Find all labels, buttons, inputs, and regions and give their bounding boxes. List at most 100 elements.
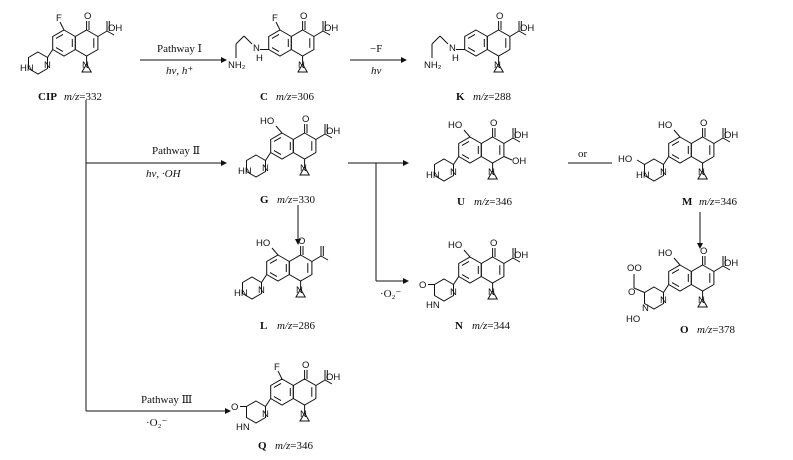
pathway-3-arrowhead (225, 408, 231, 414)
c-n1: N (298, 60, 305, 71)
c-f-atom: F (272, 13, 278, 24)
q-mz: m/z=346 (275, 440, 314, 452)
pathway-1-arrowhead (221, 57, 227, 63)
u-n1: N (488, 167, 495, 178)
n-n1: N (488, 287, 495, 298)
c-label: C (260, 91, 268, 103)
c-mz: m/z=306 (276, 91, 315, 103)
u-label: U (457, 196, 465, 208)
u-c2-oh: OH (512, 156, 526, 167)
l-keto-o: O (298, 236, 305, 247)
m-cooh: OH (724, 130, 738, 141)
g-n4: N (262, 163, 269, 174)
m-oh: HO (658, 120, 672, 131)
l-n4: N (258, 285, 265, 296)
compound-k-structure (431, 20, 527, 73)
o-n-oh: HO (626, 314, 640, 325)
n-n4: N (450, 287, 457, 298)
c-keto-o: O (300, 11, 307, 22)
u-oh: HO (448, 120, 462, 131)
l-label: L (260, 320, 267, 332)
or-label: or (578, 148, 588, 160)
cip-nh: HN (20, 63, 34, 74)
k-label: K (456, 91, 465, 103)
defluorination-conditions: hν (371, 65, 382, 77)
cip-mz: m/z=332 (64, 91, 102, 103)
u-nh: HN (426, 170, 440, 181)
m-n1: N (698, 167, 705, 178)
o-peroxide-top: OO (627, 263, 642, 274)
u-cooh: OH (514, 130, 528, 141)
q-cooh: OH (326, 372, 340, 383)
o-mz: m/z=378 (697, 324, 736, 336)
c-cooh: OH (324, 23, 338, 34)
u-mz: m/z=346 (474, 196, 513, 208)
k-keto-o: O (496, 11, 503, 22)
k-mz: m/z=288 (473, 91, 512, 103)
o-n4: N (660, 295, 667, 306)
cip-n4: N (44, 60, 51, 71)
o-n-ring: N (642, 303, 649, 314)
n-label: N (455, 320, 463, 332)
n-keto-o: O (490, 238, 497, 249)
q-keto-o: O (302, 360, 309, 371)
compound-l-structure (242, 245, 329, 300)
n-cooh: OH (514, 250, 528, 261)
defluorination-arrowhead (401, 57, 407, 63)
cip-n1: N (82, 60, 89, 71)
compound-u-structure (434, 127, 521, 182)
o-label: O (680, 324, 689, 336)
o-oh: HO (658, 248, 672, 259)
n-lactam-o: O (419, 280, 426, 291)
m-nh: HN (636, 170, 650, 181)
g-nh: HN (238, 166, 252, 177)
compound-g-structure (246, 123, 333, 178)
g-cooh: OH (326, 126, 340, 137)
compound-c-structure (235, 20, 331, 73)
compound-q-structure (240, 369, 333, 424)
pathway-1-label: Pathway Ⅰ (157, 43, 202, 55)
pathway-2-conditions: hν, ·OH (146, 168, 182, 180)
c-h: H (256, 53, 263, 64)
g-label: G (260, 194, 269, 206)
pathway-1-conditions: hν, h⁺ (166, 65, 193, 77)
o-keto-o: O (700, 246, 707, 257)
n-nh: HN (426, 300, 440, 311)
l-n1: N (296, 285, 303, 296)
n-mz: m/z=344 (472, 320, 511, 332)
compound-n-structure (428, 247, 521, 302)
g-keto-o: O (302, 114, 309, 125)
q-label: Q (258, 440, 267, 452)
pathway-2-label: Pathway Ⅱ (152, 145, 200, 157)
c-nh2: NH₂ (228, 60, 246, 71)
m-keto-o: O (700, 118, 707, 129)
compound-m-structure (636, 127, 731, 182)
g-n1: N (300, 163, 307, 174)
compound-cip-structure (28, 20, 115, 75)
pathway-2-arrowhead (221, 160, 227, 166)
k-n1: N (494, 60, 501, 71)
cip-f-atom: F (56, 13, 62, 24)
n-oh: HO (448, 240, 462, 251)
k-nh2: NH₂ (424, 60, 442, 71)
u-keto-o: O (490, 118, 497, 129)
k-nh: N (449, 43, 456, 54)
g-mz: m/z=330 (277, 194, 316, 206)
q-n4: N (262, 409, 269, 420)
q-lactam-o: O (231, 402, 238, 413)
g-oh: HO (260, 116, 274, 127)
k-cooh: OH (520, 23, 534, 34)
u-n4: N (450, 167, 457, 178)
l-nh: HN (234, 288, 248, 299)
m-to-o-arrowhead (697, 243, 703, 249)
m-label: M (682, 196, 693, 208)
m-n4: N (660, 167, 667, 178)
m-mz: m/z=346 (699, 196, 738, 208)
o-cooh: OH (724, 258, 738, 269)
defluorination-label: −F (370, 43, 382, 55)
pathway-3-conditions: ·O₂⁻ (146, 417, 167, 429)
g-to-n-arrowhead (403, 278, 409, 284)
cip-keto-o: O (84, 11, 91, 22)
o-n1: N (698, 295, 705, 306)
